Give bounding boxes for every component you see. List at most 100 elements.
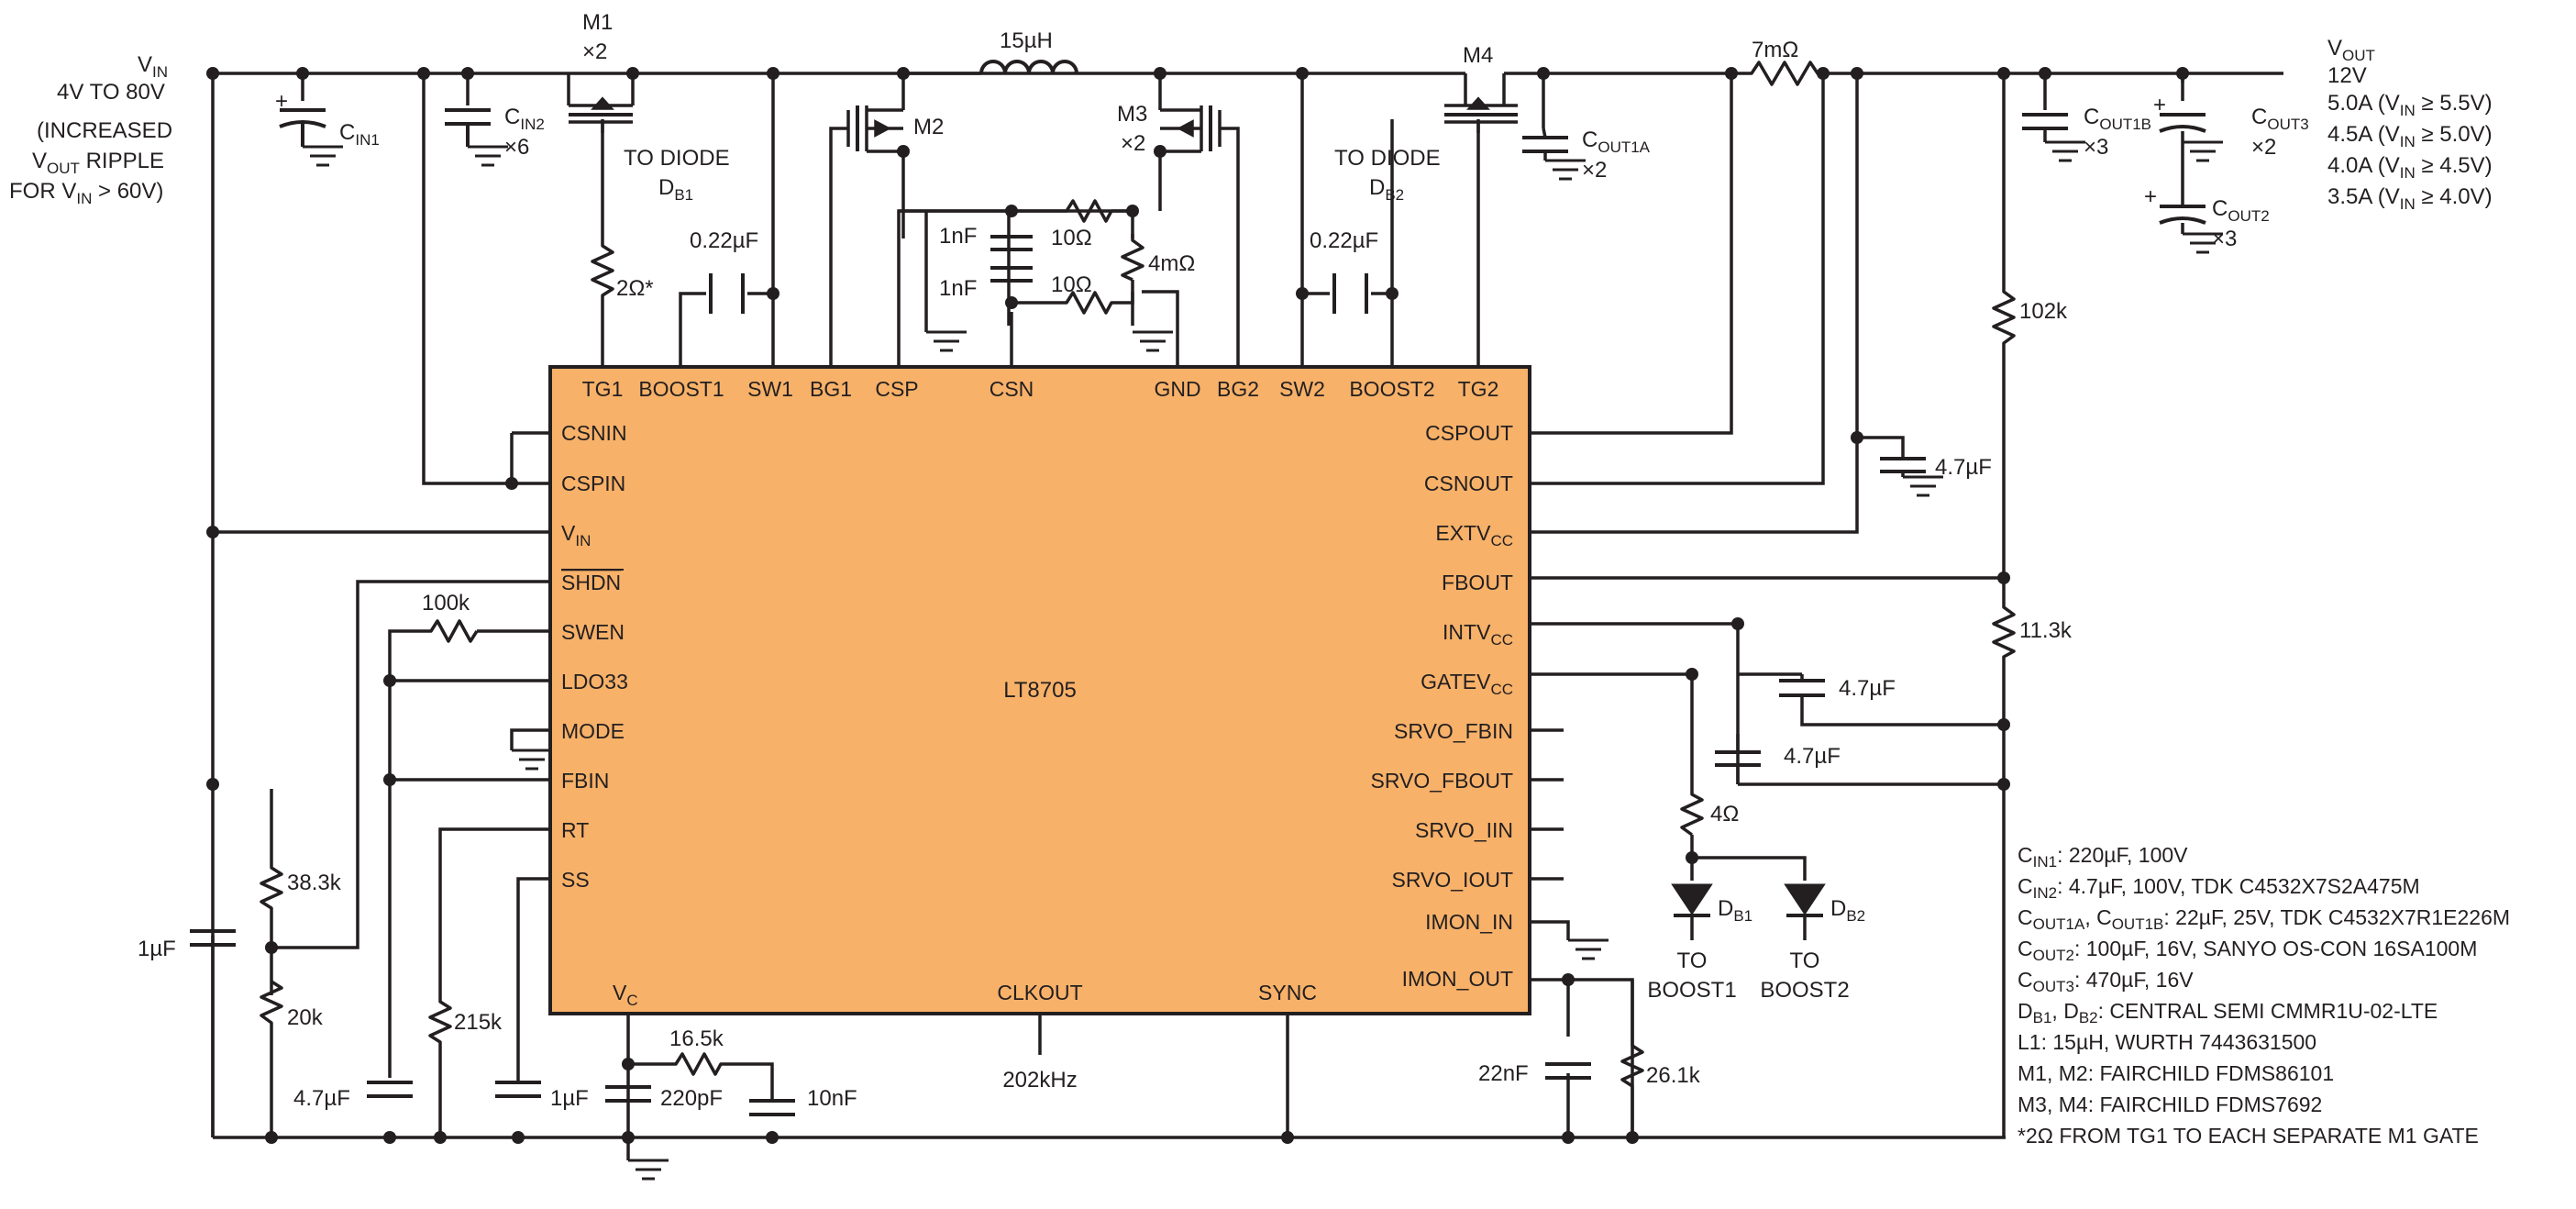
resistor-215k [428,995,452,1137]
resistor-7mohm [1742,61,1825,86]
lt8705-ic-body [548,365,1531,1015]
rsense-out-label: 7mΩ [1752,38,1798,62]
pin-csn: CSN [989,377,1034,401]
svg-text:+: + [2144,184,2157,209]
c-imon-label: 22nF [1478,1061,1529,1086]
bom-line-10: *2Ω FROM TG1 TO EACH SEPARATE M1 GATE [2018,1124,2479,1148]
m4-label: M4 [1463,43,1493,68]
resistor-10ohm-top [1059,199,1133,223]
bom-line-3: COUT1A, COUT1B: 22µF, 25V, TDK C4532X7R1… [2018,905,2510,933]
r-vc-label: 16.5k [669,1026,724,1051]
r-csp2-label: 10Ω [1051,272,1092,297]
cout2-label: COUT2 [2212,196,2270,225]
mosfets [567,73,1547,153]
cout1b-mult: ×3 [2084,135,2108,160]
vin-note-1: (INCREASED [37,118,172,143]
pin-fbout: FBOUT [1442,571,1513,594]
r-shdn-top-label: 38.3k [287,871,342,895]
bom-line-2: CIN2: 4.7µF, 100V, TDK C4532X7S2A475M [2018,874,2420,902]
svg-text:+: + [2153,93,2166,117]
rsense-l-label: 4mΩ [1148,251,1195,276]
cout2-mult: ×3 [2212,227,2237,251]
c-vin-label: 1µF [138,937,176,961]
c-gatevcc-label: 4.7µF [1784,744,1841,769]
top-pins: TG1 BOOST1 SW1 BG1 CSP CSN GND BG2 SW2 B… [582,377,1499,401]
pin-csnout: CSNOUT [1424,471,1513,495]
pin-srvo-iin: SRVO_IIN [1415,818,1513,842]
resistor-11k3 [1992,601,2016,660]
cin2-label: CIN2 [504,105,545,133]
resistor-2ohm [591,238,614,303]
bom-line-5: COUT3: 470µF, 16V [2018,968,2194,995]
to-boost2-b: BOOST2 [1760,978,1849,1003]
vout-voltage: 12V [2327,63,2367,88]
iout-row-1: 5.0A (VIN ≥ 5.5V) [2327,91,2493,119]
bottom-pins: VC CLKOUT SYNC [613,981,1317,1009]
bom-notes: CIN1: 220µF, 100V CIN2: 4.7µF, 100V, TDK… [2018,843,2510,1148]
diode-db1 [1671,883,1713,915]
r-fb-bot-label: 11.3k [2019,618,2073,643]
r-boost-label: 4Ω [1710,802,1739,826]
cin2-mult: ×6 [504,135,529,160]
pin-srvo-fbout: SRVO_FBOUT [1371,769,1514,793]
pin-tg2: TG2 [1458,377,1499,401]
mosfet-m1 [567,73,635,133]
pin-gnd: GND [1154,377,1200,401]
c-csp2-label: 1nF [939,276,977,301]
m1-mult: ×2 [582,39,607,64]
pin-ldo33: LDO33 [561,670,628,693]
pin-clkout: CLKOUT [997,981,1082,1004]
iout-row-2: 4.5A (VIN ≥ 5.0V) [2327,122,2493,150]
pin-gatevcc: GATEVCC [1421,670,1513,698]
left-pins: CSNIN CSPIN VIN SHDN SWEN LDO33 MODE FBI… [561,421,628,892]
resistor-26k1 [1620,991,1644,1137]
to-diode-1: TO DIODE [624,146,730,171]
resistor-102k [1992,284,2016,349]
pin-intvcc: INTVCC [1443,620,1513,649]
cin1-label: CIN1 [339,120,380,149]
pin-bg1: BG1 [810,377,852,401]
iout-row-3: 4.0A (VIN ≥ 4.5V) [2327,153,2493,182]
pin-sync: SYNC [1258,981,1317,1004]
pin-srvo-fbin: SRVO_FBIN [1394,719,1513,743]
svg-text:+: + [275,89,288,114]
c-boost2-label: 0.22µF [1310,228,1378,253]
pin-vc: VC [613,981,638,1009]
vin-note-3: FOR VIN > 60V) [9,179,163,207]
resistor-16k5 [669,1052,724,1076]
pin-fbin: FBIN [561,769,609,793]
c-boost1-label: 0.22µF [690,228,758,253]
component-labels: VIN 4V TO 80V (INCREASED VOUT RIPPLE FOR… [9,10,2493,1111]
r-gate-label: 2Ω* [616,276,654,301]
resistor-4ohm [1680,789,1704,837]
resistor-20k [260,948,283,1137]
mosfet-m2 [846,105,903,153]
vin-note-2: VOUT RIPPLE [32,149,164,177]
pin-ss: SS [561,868,590,892]
wires [211,72,2283,1160]
to-boost1-b: BOOST1 [1647,978,1736,1003]
db1-label: DB1 [1718,896,1752,925]
r-rt-label: 215k [454,1010,503,1035]
cout3-mult: ×2 [2251,135,2276,160]
pin-extvcc: EXTVCC [1435,521,1513,549]
pin-cspin: CSPIN [561,471,625,495]
inductor-15uh [979,60,1078,74]
pin-imon-in: IMON_IN [1425,910,1513,934]
pin-srvo-iout: SRVO_IOUT [1392,868,1514,892]
pin-csnin: CSNIN [561,421,627,445]
r-fb-top-label: 102k [2019,299,2068,324]
cout1a-mult: ×2 [1582,158,1607,183]
pin-cspout: CSPOUT [1425,421,1513,445]
c-extvcc-label: 4.7µF [1935,455,1992,480]
cout1a-label: COUT1A [1582,128,1651,156]
clk-label: 202kHz [1002,1068,1077,1093]
ic-name: LT8705 [1003,678,1077,703]
resistor-38k3 [260,862,283,948]
bom-line-7: L1: 15µH, WURTH 7443631500 [2018,1030,2316,1054]
r-shdn-bot-label: 20k [287,1005,324,1030]
iout-row-4: 3.5A (VIN ≥ 4.0V) [2327,184,2493,213]
m2-label: M2 [913,115,944,139]
pin-tg1: TG1 [582,377,624,401]
